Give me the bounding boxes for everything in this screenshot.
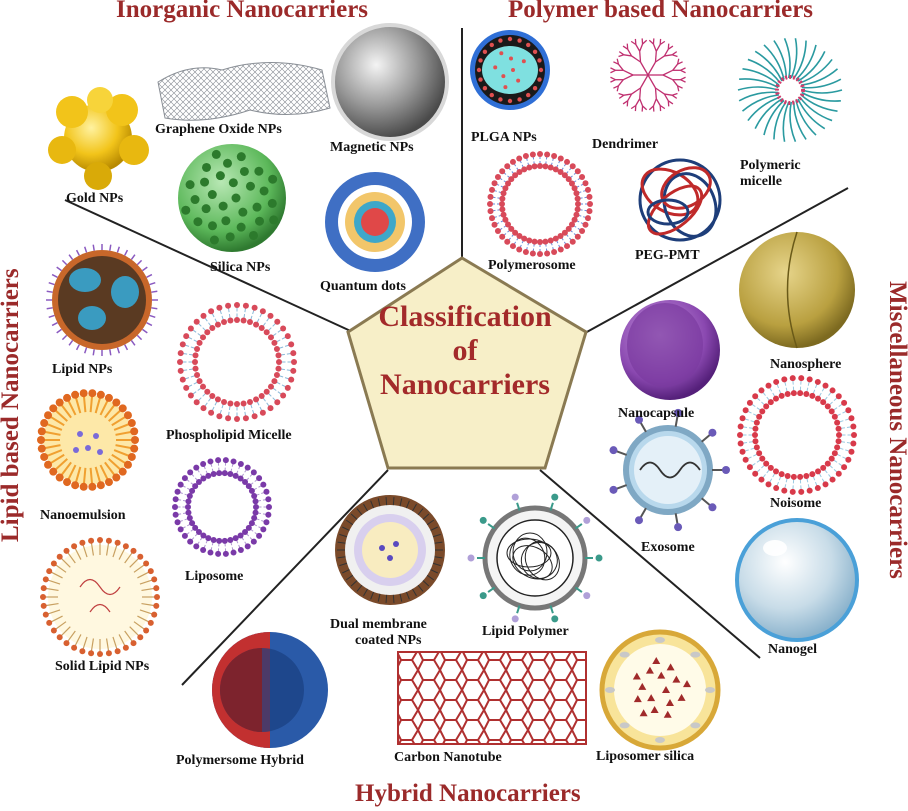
center-title-line1: Classification (378, 300, 552, 333)
plga-np (470, 30, 550, 110)
label-dual-membrane-1: Dual membrane (330, 617, 427, 632)
label-polymerosome: Polymerosome (488, 258, 576, 273)
graphene-oxide-sheet (157, 62, 331, 121)
category-polymer: Polymer based Nanocarriers (508, 0, 814, 23)
label-graphene-oxide: Graphene Oxide NPs (155, 122, 282, 137)
label-silica: Silica NPs (210, 260, 271, 275)
carbon-nanotube (397, 651, 587, 745)
polymeric-micelle (737, 37, 843, 143)
nanoemulsion (37, 389, 139, 491)
label-nanocapsule: Nanocapsule (618, 406, 695, 421)
center-title-line2: of (452, 334, 478, 367)
dendrimer (610, 38, 686, 112)
label-magnetic: Magnetic NPs (330, 140, 414, 155)
label-carbon-nanotube: Carbon Nanotube (394, 750, 502, 765)
gold-np (48, 87, 149, 190)
nanogel (735, 518, 859, 642)
label-lipid-polymer: Lipid Polymer (482, 624, 569, 639)
label-nanogel: Nanogel (768, 642, 817, 657)
label-exosome: Exosome (641, 540, 695, 555)
peg-pmt (638, 158, 722, 242)
divider-lines (64, 28, 849, 686)
label-liposome: Liposome (185, 569, 244, 584)
polymersome-hybrid (212, 632, 328, 748)
label-plga: PLGA NPs (471, 130, 537, 145)
nanocapsule (620, 300, 720, 400)
liposomer-silica (599, 629, 721, 751)
quantum-dot (325, 172, 425, 272)
label-solid-lipid-nps: Solid Lipid NPs (55, 659, 150, 674)
label-liposomer-silica: Liposomer silica (596, 749, 695, 764)
nanosphere (739, 231, 855, 349)
phospholipid-micelle (177, 302, 297, 422)
category-inorganic: Inorganic Nanocarriers (116, 0, 369, 23)
lipid-np (46, 244, 158, 356)
label-peg-pmt: PEG-PMT (635, 248, 700, 263)
magnetic-np (331, 23, 449, 141)
center-title: Classification of Nanocarriers (350, 300, 580, 402)
dual-membrane-np (335, 495, 445, 605)
label-lipid-nps: Lipid NPs (52, 362, 113, 377)
polymerosome (487, 151, 593, 257)
liposome (172, 457, 272, 557)
label-polymersome-hybrid: Polymersome Hybrid (176, 753, 304, 768)
exosome (609, 408, 730, 532)
category-hybrid: Hybrid Nanocarriers (355, 780, 581, 807)
label-polymeric-micelle-1: Polymeric (740, 158, 801, 173)
solid-lipid-np (40, 537, 160, 657)
label-polymeric-micelle-2: micelle (740, 174, 782, 189)
label-gold: Gold NPs (66, 191, 124, 206)
category-misc: Miscellaneous Nanocarriers (884, 281, 908, 579)
category-lipid: Lipid based Nanocarriers (0, 268, 24, 542)
label-phospholipid-micelle: Phospholipid Micelle (166, 428, 292, 443)
label-nanosphere: Nanosphere (770, 357, 842, 372)
lipid-polymer-np (467, 493, 603, 623)
label-nanoemulsion: Nanoemulsion (40, 508, 126, 523)
label-dual-membrane-2: coated NPs (355, 633, 422, 648)
label-quantum-dots: Quantum dots (320, 279, 406, 294)
center-title-line3: Nanocarriers (380, 368, 550, 401)
label-dendrimer: Dendrimer (592, 137, 659, 152)
label-noisome: Noisome (770, 496, 822, 511)
center-pentagon (346, 256, 588, 470)
silica-np (178, 144, 286, 252)
noisome (737, 375, 857, 495)
